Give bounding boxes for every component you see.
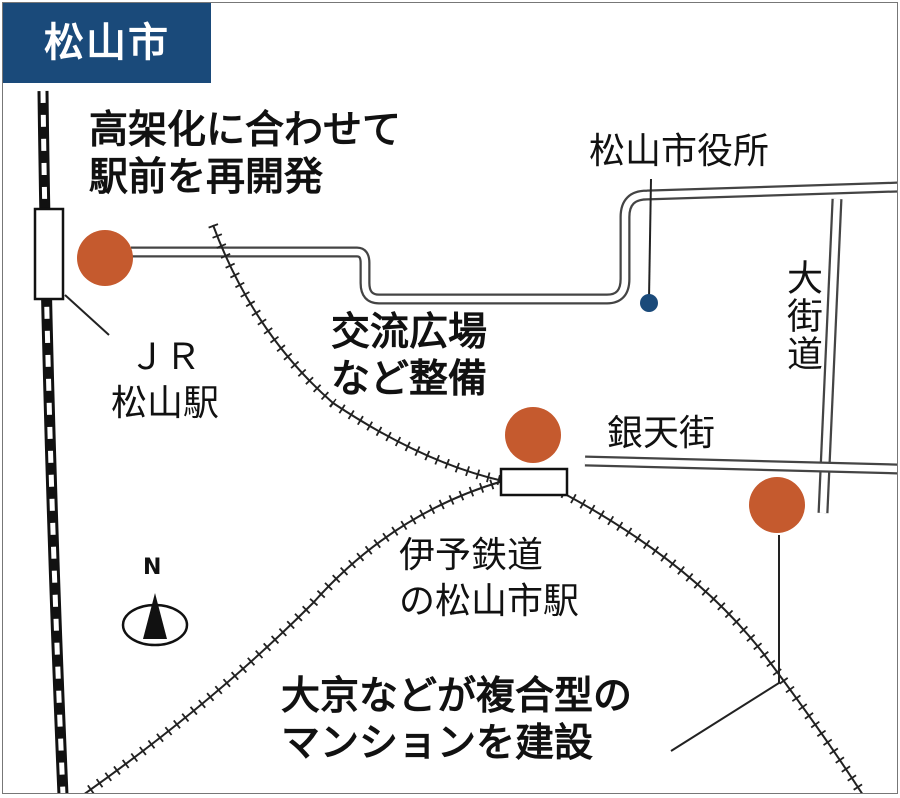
- marker-condominium: [749, 477, 805, 533]
- jr-railway: [37, 90, 69, 793]
- marker-exchange-plaza: [505, 407, 561, 463]
- marker-station-redevelopment: [77, 230, 133, 286]
- label-elevated-redevelopment: 高架化に合わせて 駅前を再開発: [89, 107, 401, 201]
- label-city-hall: 松山市役所: [589, 131, 770, 172]
- road-gintengai: [584, 455, 897, 475]
- label-jr-line1: ＪＲ: [129, 337, 202, 378]
- label-elevated-line2: 駅前を再開発: [89, 155, 324, 200]
- iyo-railways: [80, 223, 868, 793]
- leader-daikyo: [670, 535, 780, 752]
- leader-jr: [64, 294, 110, 336]
- label-iyo-line2: の松山市駅: [399, 581, 580, 622]
- label-elevated-line1: 高架化に合わせて: [89, 108, 402, 153]
- label-daikyo-line2: マンションを建設: [281, 721, 594, 766]
- label-jr-line2: 松山駅: [111, 383, 220, 424]
- label-plaza-line2: など整備: [331, 357, 488, 402]
- label-iyo-station: 伊予鉄道 の松山市駅: [399, 533, 579, 625]
- iyo-matsuyamashi-station-symbol: [499, 467, 569, 497]
- label-daikyo-condominium: 大京などが複合型の マンションを建設: [281, 673, 632, 767]
- label-okaido: 大街道: [781, 259, 822, 373]
- north-arrow-icon: [121, 593, 189, 647]
- map-title: 松山市: [3, 3, 211, 83]
- jr-station-symbol: [33, 207, 65, 301]
- label-exchange-plaza: 交流広場 など整備: [331, 309, 487, 403]
- road-elevated: [131, 181, 897, 305]
- leader-city-hall: [648, 178, 652, 300]
- label-plaza-line1: 交流広場: [331, 310, 488, 355]
- north-label: N: [143, 555, 162, 580]
- road-okaido: [817, 198, 843, 514]
- label-iyo-line1: 伊予鉄道: [399, 535, 544, 576]
- map-drawing: [33, 90, 897, 793]
- label-gintengai: 銀天街: [607, 413, 716, 454]
- city-hall-dot: [640, 294, 658, 312]
- label-daikyo-line1: 大京などが複合型の: [281, 674, 633, 719]
- label-jr-station: ＪＲ 松山駅: [111, 335, 219, 427]
